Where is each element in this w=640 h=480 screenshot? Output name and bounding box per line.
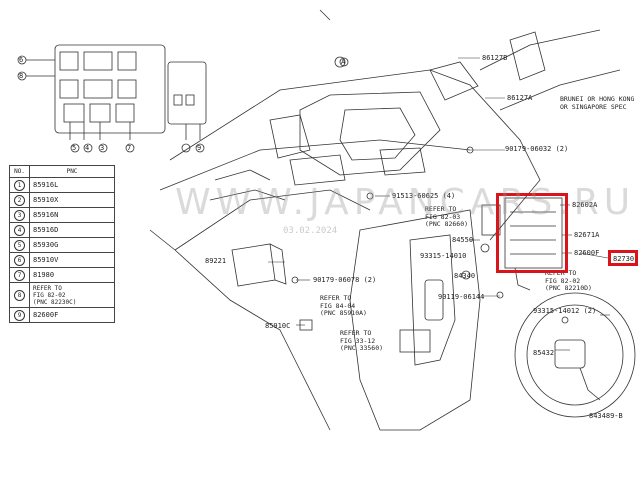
row-number: 7 — [14, 269, 25, 281]
table-row[interactable]: 4 85916D — [9, 222, 115, 238]
refer-fig-82-03[interactable]: REFER TO FIG 82-03 (PNC 82660) — [425, 205, 469, 228]
refer-fig-84-04[interactable]: REFER TO FIG 84-04 (PNC 85910A) — [320, 294, 367, 317]
callout-5: 5 — [72, 144, 77, 152]
pnc-code: 85910V — [29, 252, 115, 268]
callout-3: 3 — [100, 144, 105, 152]
row-number: 8 — [14, 289, 25, 301]
callout-6: 6 — [19, 56, 24, 64]
steering-wheel-drawing — [514, 292, 636, 418]
part-label-85432[interactable]: 85432 — [533, 349, 555, 357]
row-number: 3 — [14, 209, 25, 221]
row-number: 9 — [14, 309, 25, 321]
part-label-85910c[interactable]: 85910C — [265, 322, 291, 330]
part-label-93315-14010[interactable]: 93315-14010 — [420, 252, 467, 260]
part-label-90179-06078[interactable]: 90179-06078 (2) — [313, 276, 377, 284]
pnc-code: 85916L — [29, 177, 115, 193]
callout-7: 7 — [127, 144, 132, 152]
table-row[interactable]: 6 85910V — [9, 252, 115, 268]
pnc-code: 85916N — [29, 207, 115, 223]
view-a-marker: A — [341, 58, 346, 66]
pnc-header-pnc: PNC — [29, 165, 115, 178]
pnc-code: 85930G — [29, 237, 115, 253]
part-label-90179-06032[interactable]: 90179-06032 (2) — [505, 145, 569, 153]
watermark: WWW.JAPANCARS.RU — [175, 182, 636, 223]
part-label-91513[interactable]: 91513-60625 (4) — [392, 192, 456, 200]
relay-block-drawing — [26, 44, 207, 140]
part-label-84550[interactable]: 84550 — [452, 236, 474, 244]
pnc-code: 81980 — [29, 267, 115, 283]
row-number: 5 — [14, 239, 25, 251]
table-row[interactable]: 9 82600F — [9, 307, 115, 323]
refer-fig-33-12[interactable]: REFER TO FIG 33-12 (PNC 33560) — [340, 329, 384, 352]
part-label-84340[interactable]: 84340 — [454, 272, 476, 280]
table-row[interactable]: 7 81980 — [9, 267, 115, 283]
part-label-86127b[interactable]: 86127B — [482, 54, 508, 62]
row-number: 6 — [14, 254, 25, 266]
row-number: 1 — [14, 179, 25, 191]
callout-circles — [17, 55, 349, 153]
table-row[interactable]: 1 85916L — [9, 177, 115, 193]
part-label-86127a[interactable]: 86127A — [507, 94, 533, 102]
pnc-header-no: NO. — [9, 165, 30, 178]
part-label-82602a[interactable]: 82602A — [572, 201, 598, 209]
part-label-82671a[interactable]: 82671A — [574, 231, 600, 239]
pnc-code: 82600F — [29, 307, 115, 323]
pnc-table-header: NO. PNC — [9, 165, 115, 178]
module-89221-drawing — [231, 243, 287, 287]
misc-parts-drawing — [291, 146, 569, 353]
part-label-93315-14012[interactable]: 93315-14012 (2) — [533, 307, 597, 315]
table-row[interactable]: 2 85910X — [9, 192, 115, 208]
brunei-spec-note: BRUNEI OR HONG KONG OR SINGAPORE SPEC — [560, 95, 635, 111]
row-number: 2 — [14, 194, 25, 206]
table-row[interactable]: 8 REFER TO FIG 82-02 (PNC 82230C) — [9, 282, 115, 308]
pnc-code: REFER TO FIG 82-02 (PNC 82230C) — [29, 282, 115, 308]
pnc-code: 85910X — [29, 192, 115, 208]
table-row[interactable]: 3 85916N — [9, 207, 115, 223]
callout-8: 8 — [19, 72, 24, 80]
part-label-89221[interactable]: 89221 — [205, 257, 227, 265]
callout-4: 4 — [85, 144, 90, 152]
leader-lines — [268, 57, 610, 351]
watermark-date: 03.02.2024 — [283, 226, 338, 236]
part-label-82730[interactable]: 82730 — [613, 255, 635, 263]
junction-block-drawing — [481, 197, 563, 291]
callout-9: 9 — [197, 144, 202, 152]
junction-block-highlight — [496, 193, 568, 273]
refer-fig-82-02[interactable]: REFER TO FIG 82-02 (PNC 82210D) — [545, 269, 592, 292]
part-label-82600f[interactable]: 82600F — [574, 249, 600, 257]
part-label-90119[interactable]: 90119-06144 — [438, 293, 485, 301]
dashboard-drawing — [149, 9, 621, 431]
row-number: 4 — [14, 224, 25, 236]
label-82730-highlight — [608, 250, 638, 266]
table-row[interactable]: 5 85930G — [9, 237, 115, 253]
diagram-id: 843489-B — [589, 412, 623, 420]
pnc-code: 85916D — [29, 222, 115, 238]
